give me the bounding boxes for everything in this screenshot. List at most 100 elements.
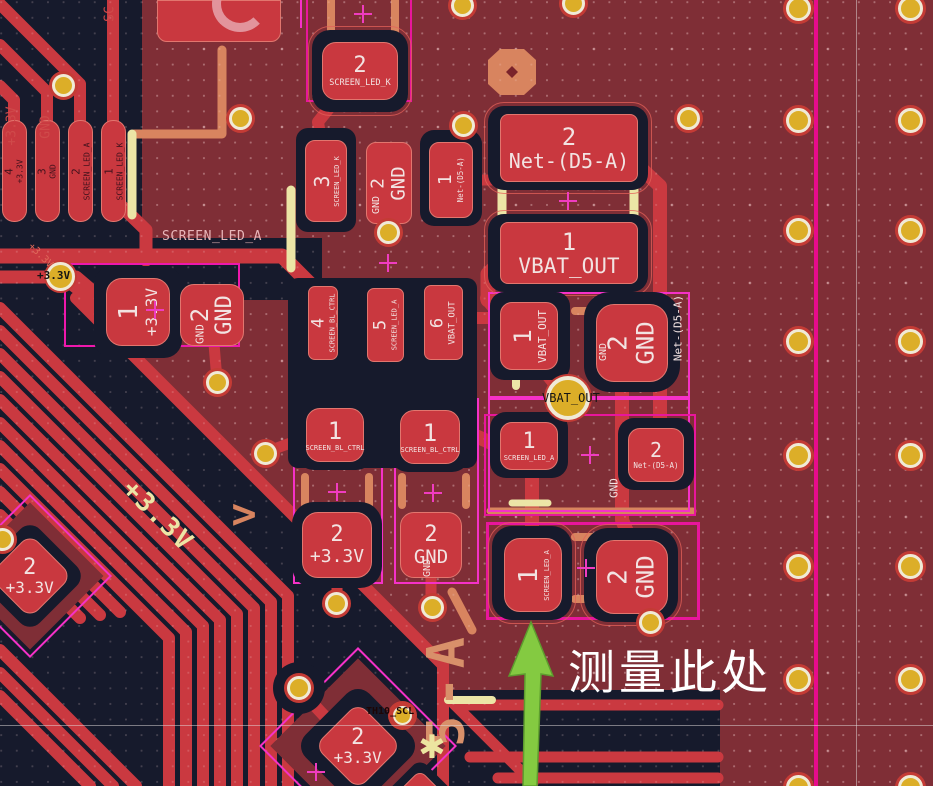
octagon-pad xyxy=(488,49,536,95)
pad-number: 6 xyxy=(427,317,448,328)
via[interactable] xyxy=(897,107,923,133)
pad-net: SCREEN_LED_A xyxy=(390,299,399,351)
pad-conn-4[interactable]: 4+3.3V xyxy=(2,120,27,222)
via[interactable] xyxy=(897,666,923,692)
via[interactable] xyxy=(450,0,474,17)
pad-net: SCREEN_LED_K xyxy=(329,77,391,88)
net-label-gnd-small: GND xyxy=(371,195,382,215)
pad-number: 1 xyxy=(561,227,577,256)
pad-right4-2b[interactable]: 2 Net-(D5-A) xyxy=(628,428,684,482)
pad-number: 3 xyxy=(309,174,334,188)
pad-number: 1 xyxy=(522,428,536,454)
pad-cap-left-1[interactable]: 1+3.3V xyxy=(106,278,170,346)
pad-mid6-2a[interactable]: 2 +3.3V xyxy=(302,512,372,578)
via[interactable] xyxy=(897,0,923,21)
via[interactable] xyxy=(785,107,811,133)
via[interactable] xyxy=(897,328,923,354)
via[interactable] xyxy=(785,666,811,692)
via[interactable] xyxy=(785,328,811,354)
pad-net: SCREEN_BL_CTRL xyxy=(400,445,460,454)
pad-number: 2 xyxy=(424,521,438,547)
origin-cross-icon xyxy=(559,192,577,210)
via[interactable] xyxy=(897,217,923,243)
net-label-33v: +3.3V xyxy=(4,106,20,146)
courtyard-line xyxy=(300,0,302,28)
pad-net: +3.3V xyxy=(5,577,55,597)
via[interactable] xyxy=(785,0,811,21)
via[interactable] xyxy=(420,595,444,619)
pad-net: Net-(D5-A) xyxy=(633,461,679,471)
measure-annotation-text: 测量此处 xyxy=(568,646,772,701)
pad-mid6-1a[interactable]: 1 SCREEN_BL_CTRL xyxy=(306,408,365,462)
via[interactable] xyxy=(897,774,923,786)
pad-number: 1 xyxy=(508,328,537,344)
via[interactable] xyxy=(324,591,348,615)
via[interactable] xyxy=(253,441,277,465)
pad-net: SCREEN_BL_CTRL xyxy=(328,293,337,353)
pad-diode-2[interactable]: 2 Net-(D5-A) xyxy=(500,114,638,182)
net-label-gnd: GND xyxy=(38,115,54,139)
via[interactable] xyxy=(785,774,811,786)
courtyard-bottom-right xyxy=(486,522,700,620)
star-glyph: ✱ xyxy=(419,719,445,768)
pad-number: 2 xyxy=(603,335,634,351)
pad-net: +3.3V xyxy=(309,546,365,567)
pad-net: SCREEN_LED_K xyxy=(332,155,341,207)
via-label-vbat[interactable]: VBAT_OUT xyxy=(542,391,600,405)
pad-number: 1 xyxy=(102,167,116,175)
pad-number: 2 xyxy=(561,123,577,151)
pad-net: SCREEN_LED_A xyxy=(503,453,555,462)
pad-net: Net-(D5-A) xyxy=(456,157,466,203)
via[interactable] xyxy=(561,0,585,15)
pad-net: GND xyxy=(631,321,660,365)
via[interactable] xyxy=(676,106,700,130)
pad-right4-1b[interactable]: 1 SCREEN_LED_A xyxy=(500,422,558,470)
net-label-side: Net-(D5-A) xyxy=(671,294,685,362)
via[interactable] xyxy=(205,370,229,394)
via[interactable] xyxy=(785,553,811,579)
pad-number: 2 xyxy=(351,724,365,750)
pad-diode-1[interactable]: 1 VBAT_OUT xyxy=(500,222,638,284)
pad-net: GND xyxy=(48,163,58,179)
pad-number: 1 xyxy=(435,174,457,186)
via[interactable] xyxy=(897,553,923,579)
via[interactable] xyxy=(785,442,811,468)
via[interactable] xyxy=(897,442,923,468)
via[interactable] xyxy=(785,217,811,243)
pad-number: 4 xyxy=(3,167,16,175)
pad-mid6-2b[interactable]: 2 GND xyxy=(400,512,462,578)
via-label-33v[interactable]: +3.3V xyxy=(37,269,71,282)
pad-net: SCREEN_LED_A xyxy=(542,549,551,601)
pad-mid6-1b[interactable]: 1 SCREEN_BL_CTRL xyxy=(400,410,460,464)
via[interactable] xyxy=(228,106,252,130)
trace-label-screen-led-a[interactable]: SCREEN_LED_A xyxy=(162,229,262,244)
net-label-gnd-vertical: GND xyxy=(607,478,621,498)
pad-net: VBAT_OUT xyxy=(518,253,620,278)
chevron-glyph: > xyxy=(231,489,257,538)
pad-number: 2 xyxy=(23,554,37,580)
pad-net: GND xyxy=(413,545,449,568)
origin-cross-icon xyxy=(379,254,397,272)
axis-line-vertical xyxy=(814,0,818,786)
pad-number: 2 xyxy=(330,522,344,547)
pad-number: 1 xyxy=(422,418,438,447)
via-label-th10[interactable]: TH10_SCL xyxy=(366,706,415,717)
via[interactable] xyxy=(51,73,75,97)
net-label-33v-yellow: +3.3V xyxy=(116,474,200,558)
pad-led-k-2[interactable]: 2 SCREEN_LED_K xyxy=(322,42,398,100)
